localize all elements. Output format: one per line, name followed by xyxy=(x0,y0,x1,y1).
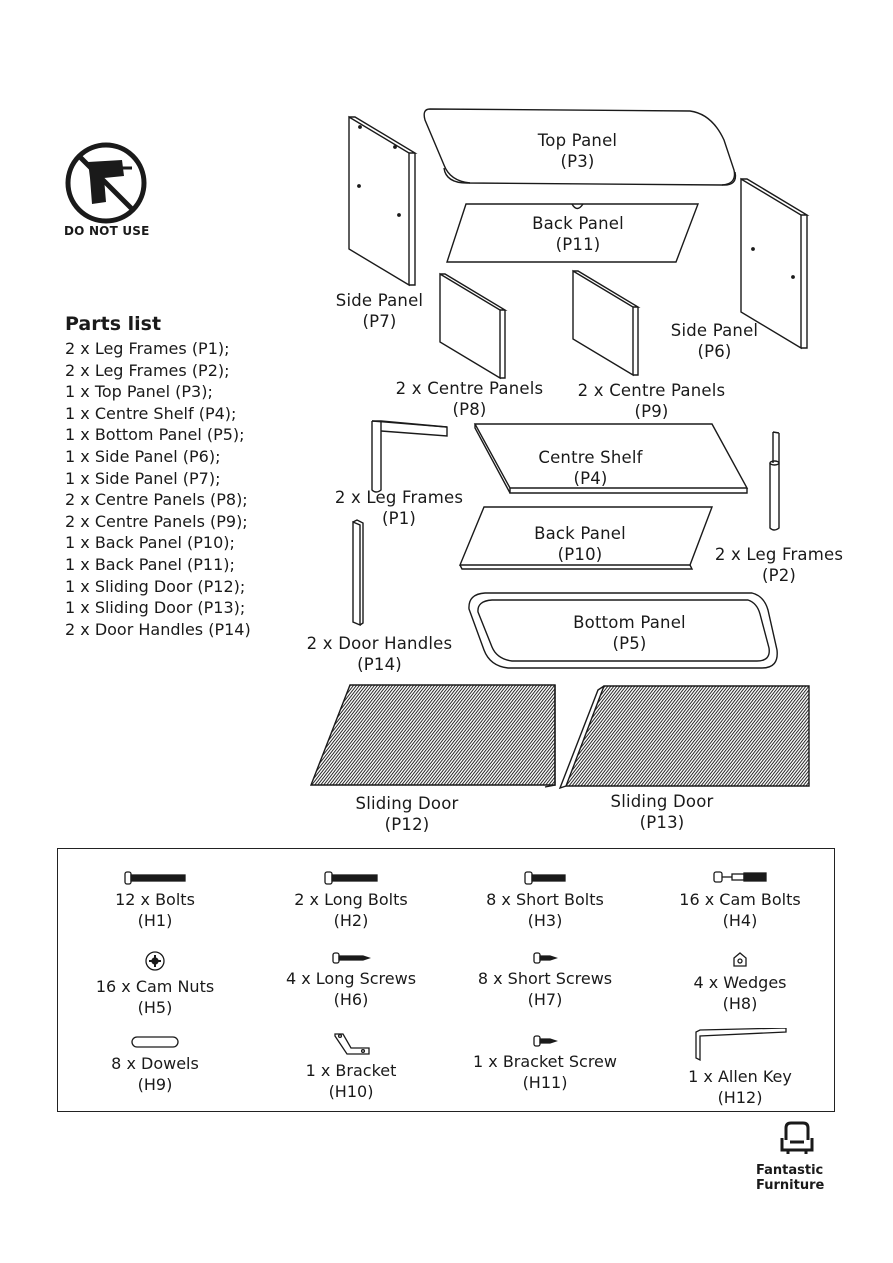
cam-bolt-icon xyxy=(713,871,767,883)
dowel-icon xyxy=(131,1036,179,1048)
list-item: 1 x Sliding Door (P13); xyxy=(65,598,246,618)
list-item: 1 x Bottom Panel (P5); xyxy=(65,425,245,445)
top-panel-p3-drawing xyxy=(423,108,737,186)
list-item: 1 x Sliding Door (P12); xyxy=(65,576,246,596)
long-screw-icon xyxy=(332,952,371,964)
bracket-screw-icon xyxy=(533,1035,558,1047)
cam-nut-icon xyxy=(145,951,165,971)
list-item: 1 x Side Panel (P6); xyxy=(65,446,221,466)
sliding-door-p12-drawing xyxy=(309,684,556,788)
allen-key-icon xyxy=(695,1028,787,1062)
centre-shelf-p4-drawing xyxy=(473,423,749,494)
no-power-drill-icon xyxy=(65,142,147,224)
hardware-h11: 1 x Bracket Screw(H11) xyxy=(450,1035,640,1093)
back-panel-p11-drawing xyxy=(446,203,700,263)
list-item: 1 x Back Panel (P10); xyxy=(65,533,235,553)
label-p12: Sliding Door(P12) xyxy=(355,794,459,834)
list-item: 2 x Leg Frames (P1); xyxy=(65,339,230,358)
leg-frame-p1-drawing xyxy=(371,420,448,493)
label-p13: Sliding Door(P13) xyxy=(610,792,714,832)
bottom-panel-p5-drawing xyxy=(468,592,778,669)
label-p11: Back Panel(P11) xyxy=(532,214,624,254)
door-handle-p14-drawing xyxy=(352,519,364,627)
back-panel-p10-drawing xyxy=(458,506,714,570)
list-item: 2 x Door Handles (P14) xyxy=(65,619,251,639)
list-item: 1 x Back Panel (P11); xyxy=(65,554,235,574)
side-panel-p6-drawing xyxy=(740,177,810,350)
hardware-h1: 12 x Bolts(H1) xyxy=(60,871,250,931)
sliding-door-p13-drawing xyxy=(558,685,810,790)
hardware-box xyxy=(57,848,835,1112)
short-bolt-icon xyxy=(524,871,566,885)
hardware-h8: 4 x Wedges(H8) xyxy=(645,952,835,1014)
label-p5: Bottom Panel(P5) xyxy=(573,613,686,653)
list-item: 1 x Top Panel (P3); xyxy=(65,382,213,402)
label-p1: 2 x Leg Frames(P1) xyxy=(334,488,464,528)
label-p9: 2 x Centre Panels(P9) xyxy=(577,381,726,421)
hardware-h9: 8 x Dowels(H9) xyxy=(60,1035,250,1095)
label-p4: Centre Shelf(P4) xyxy=(538,448,643,488)
wedge-icon xyxy=(733,952,747,967)
hardware-h10: 1 x Bracket(H10) xyxy=(256,1032,446,1102)
centre-panel-p8-drawing xyxy=(439,272,508,380)
bracket-icon xyxy=(334,1033,370,1055)
do-not-use-label: DO NOT USE xyxy=(64,224,150,238)
list-item: 1 x Side Panel (P7); xyxy=(65,468,221,488)
label-p2: 2 x Leg Frames(P2) xyxy=(714,545,844,585)
list-item: 1 x Centre Shelf (P4); xyxy=(65,403,237,423)
list-item: 2 x Centre Panels (P8); xyxy=(65,490,248,510)
hardware-h3: 8 x Short Bolts(H3) xyxy=(450,871,640,931)
list-item: 2 x Centre Panels (P9); xyxy=(65,511,248,531)
label-p10: Back Panel(P10) xyxy=(534,524,626,564)
label-p6: Side Panel(P6) xyxy=(670,321,759,361)
armchair-logo-icon xyxy=(780,1121,814,1154)
hardware-h6: 4 x Long Screws(H6) xyxy=(256,952,446,1010)
leg-frame-p2-drawing xyxy=(769,431,780,531)
hardware-h4: 16 x Cam Bolts(H4) xyxy=(645,869,835,931)
bolt-icon xyxy=(124,871,186,885)
list-item: 2 x Leg Frames (P2); xyxy=(65,360,230,380)
hardware-h2: 2 x Long Bolts(H2) xyxy=(256,871,446,931)
hardware-h12: 1 x Allen Key(H12) xyxy=(645,1028,835,1108)
long-bolt-icon xyxy=(324,871,378,885)
parts-list-title: Parts list xyxy=(65,313,162,335)
label-p8: 2 x Centre Panels(P8) xyxy=(395,379,544,419)
centre-panel-p9-drawing xyxy=(572,269,641,377)
short-screw-icon xyxy=(533,952,558,964)
parts-list: 2 x Leg Frames (P1); 2 x Leg Frames (P2)… xyxy=(65,338,251,640)
side-panel-p7-drawing xyxy=(348,115,418,287)
label-p14: 2 x Door Handles(P14) xyxy=(306,634,453,674)
hardware-h7: 8 x Short Screws(H7) xyxy=(450,952,640,1010)
label-p3: Top Panel(P3) xyxy=(537,131,618,171)
label-p7: Side Panel(P7) xyxy=(335,291,424,331)
hardware-h5: 16 x Cam Nuts(H5) xyxy=(60,950,250,1018)
